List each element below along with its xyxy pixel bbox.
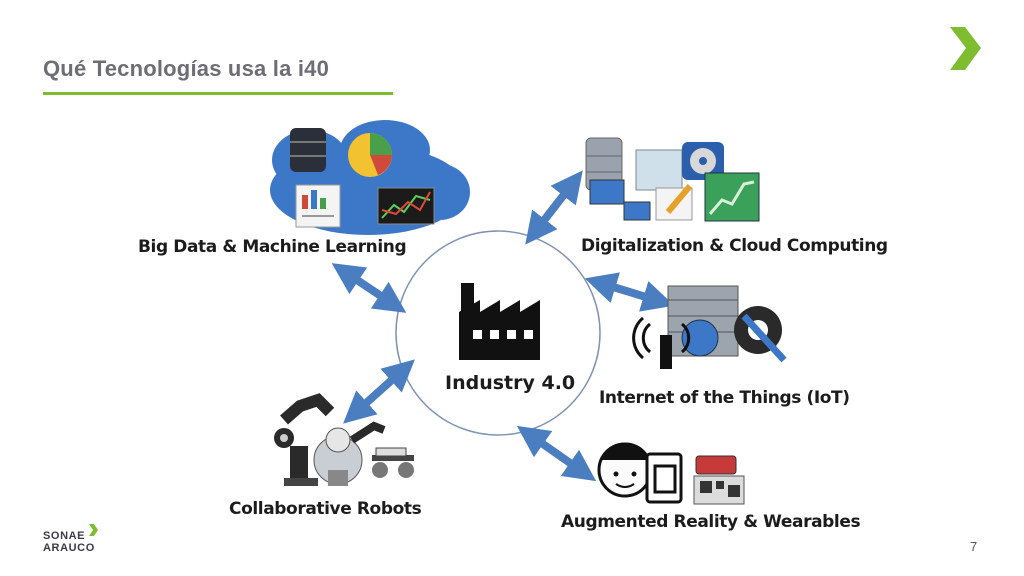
slide-title: Qué Tecnologías usa la i40 — [43, 56, 330, 81]
logo-line1: SONAE — [43, 530, 86, 542]
arrow-big-data — [331, 263, 407, 313]
label-robots: Collaborative Robots — [229, 499, 422, 519]
cloud-computing-icon — [585, 137, 760, 222]
logo-chevron-icon — [89, 524, 98, 536]
label-big-data: Big Data & Machine Learning — [138, 237, 407, 257]
big-data-cloud-icon — [270, 120, 470, 235]
connector-arrows — [331, 170, 675, 482]
arrow-iot — [584, 272, 675, 312]
label-iot: Internet of the Things (IoT) — [599, 388, 850, 408]
arrow-ar — [516, 425, 597, 482]
center-label: Industry 4.0 — [445, 372, 576, 394]
arrow-digitalization — [525, 170, 583, 245]
logo-line2: ARAUCO — [43, 542, 95, 554]
title-underline — [43, 92, 393, 95]
arrow-robots — [343, 359, 415, 424]
iot-icon — [632, 285, 787, 369]
page-number: 7 — [970, 539, 978, 554]
label-ar: Augmented Reality & Wearables — [561, 512, 861, 532]
ar-wearables-icon — [597, 442, 745, 505]
collaborative-robots-icon — [274, 393, 414, 486]
factory-icon — [459, 283, 540, 360]
label-digitalization: Digitalization & Cloud Computing — [581, 236, 888, 256]
